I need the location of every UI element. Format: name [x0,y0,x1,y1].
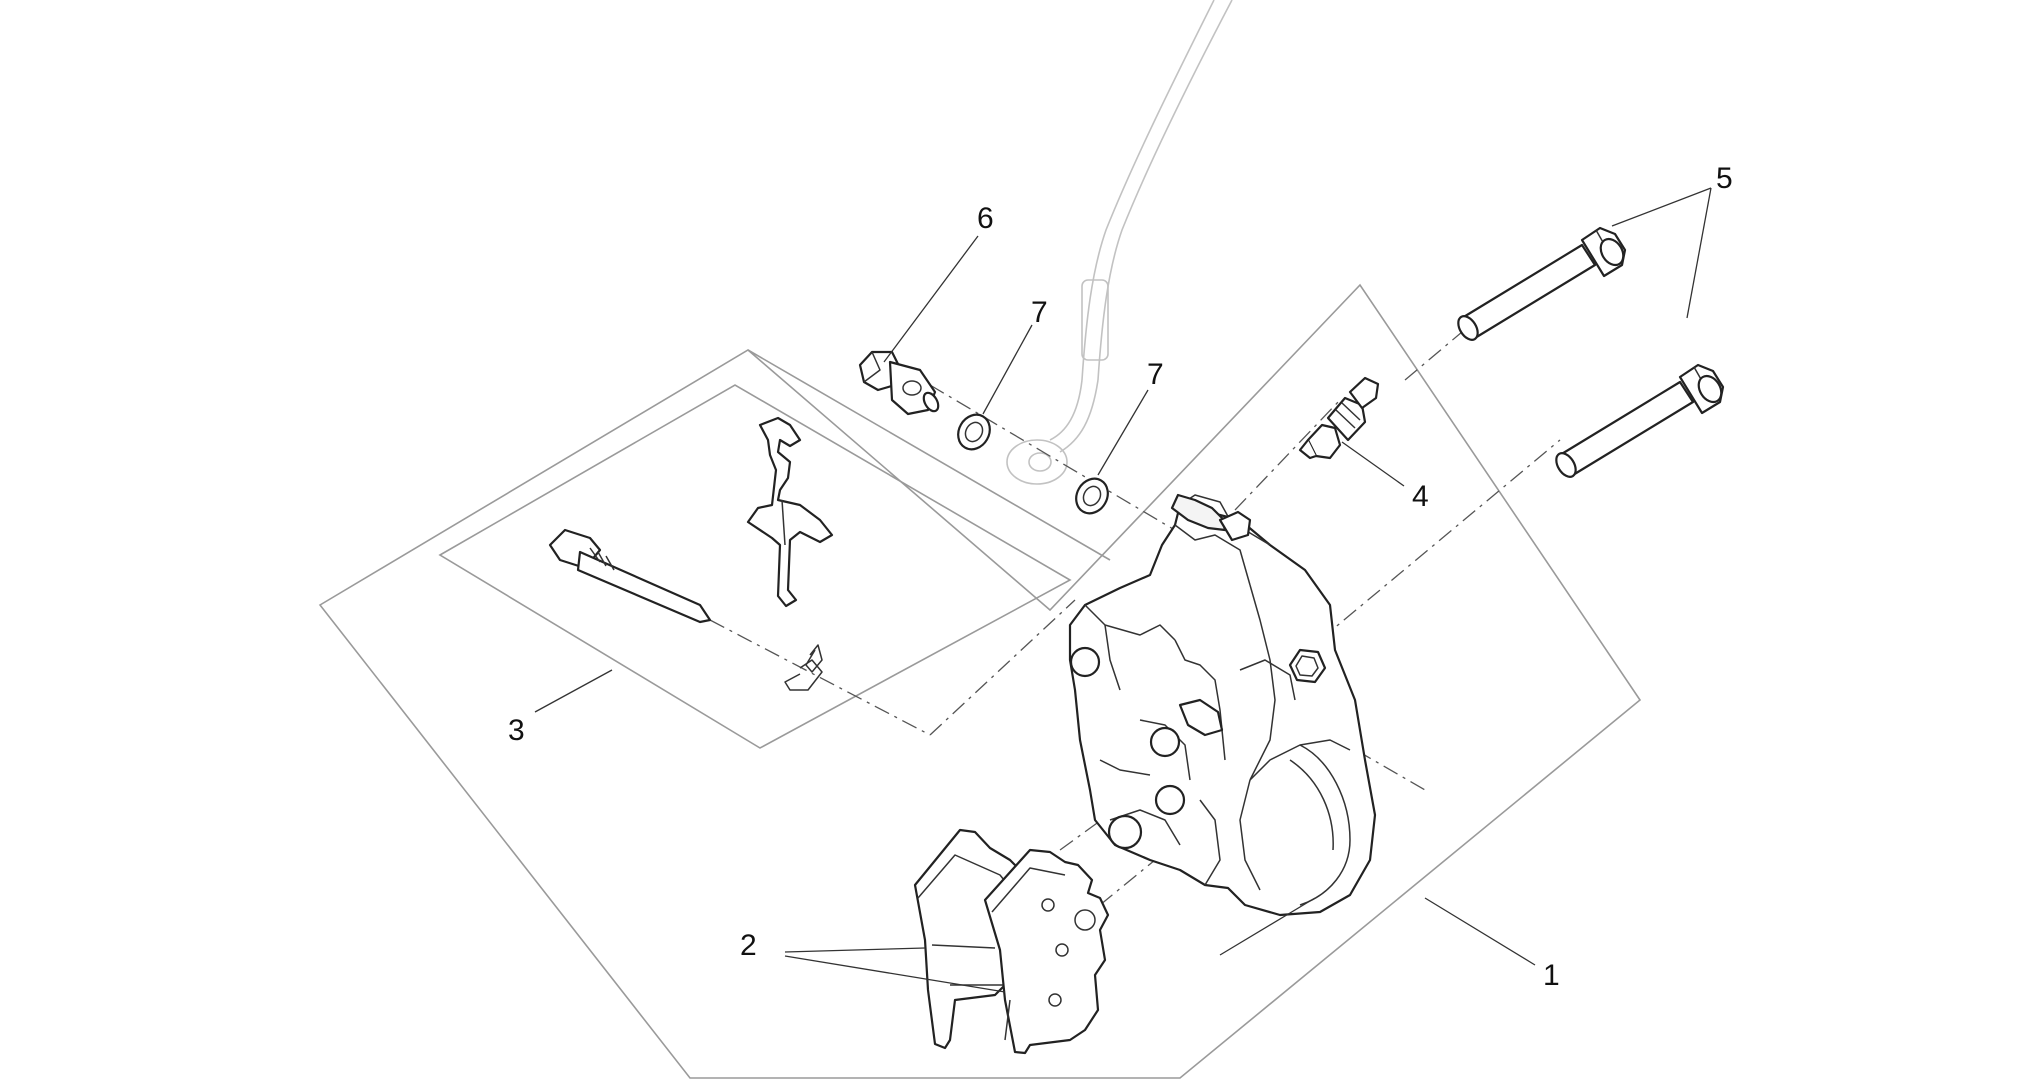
banjo-bolt-icon [858,350,940,416]
callout-7a: 7 [1031,296,1048,329]
group-1-outline [318,283,1642,1079]
brake-caliper-icon [1068,493,1377,917]
caliper-bolt-icon [1555,363,1725,478]
sealing-washer-icon [1075,477,1109,515]
callout-7b: 7 [1147,358,1164,391]
callout-3: 3 [508,714,525,747]
group-3-outline [438,384,1072,749]
leader-lines [534,187,1712,993]
pad-pin-icon [548,528,712,624]
pad-spring-icon [746,416,834,608]
callout-1: 1 [1543,959,1560,992]
brake-hose-icon [1006,0,1233,485]
brake-pad-icon [983,848,1110,1055]
callout-2: 2 [740,929,757,962]
caliper-bolt-icon [1457,226,1627,341]
r-clip-icon [784,644,823,691]
callout-5: 5 [1716,162,1733,195]
callout-4: 4 [1412,480,1429,513]
callout-6: 6 [977,202,994,235]
bleeder-valve-icon [1298,376,1380,460]
group-6-7-outline [747,349,1111,561]
sealing-washer-icon [957,413,991,451]
